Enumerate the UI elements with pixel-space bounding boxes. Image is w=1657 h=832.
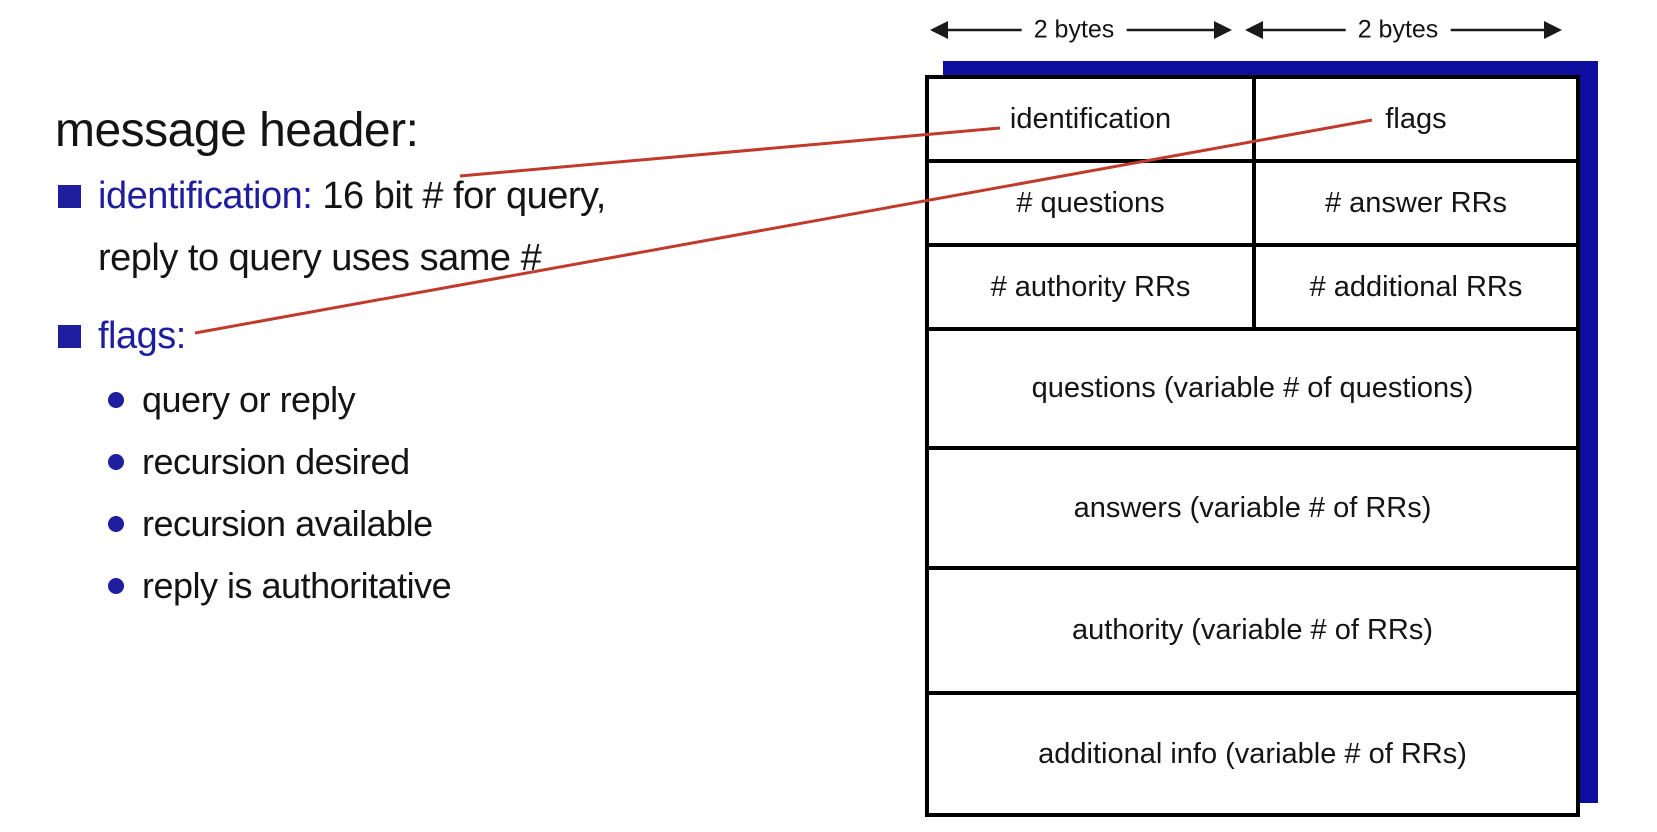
arrowhead-right-icon <box>1544 21 1562 39</box>
square-bullet-icon <box>58 184 81 208</box>
bullet-identification-text: identification: 16 bit # for query, <box>98 175 606 218</box>
identification-continuation-text: reply to query uses same # <box>98 236 542 279</box>
cell-num-authority-rrs: # authority RRs <box>990 270 1191 303</box>
sub-bullet-text: recursion available <box>142 503 433 544</box>
cell-questions: questions (variable # of questions) <box>929 327 1576 446</box>
sub-bullet-recursion-desired: recursion desired <box>108 436 410 488</box>
sub-bullet-reply-authoritative: reply is authoritative <box>108 560 452 612</box>
cell-answers: answers (variable # of RRs) <box>929 446 1576 566</box>
table-row: identification flags <box>929 79 1576 159</box>
sub-bullet-query-or-reply: query or reply <box>108 374 356 426</box>
sub-bullet-text: reply is authoritative <box>142 565 452 606</box>
cell-additional-info: additional info (variable # of RRs) <box>929 691 1576 813</box>
title-text: message header: <box>55 103 419 157</box>
flags-term: flags: <box>98 314 186 357</box>
cell-authority: authority (variable # of RRs) <box>929 566 1576 691</box>
identification-term: identification: <box>98 174 313 217</box>
dns-message-format-table: identification flags # questions # answe… <box>925 75 1580 817</box>
arrowhead-left-icon <box>1245 21 1263 39</box>
cell-num-additional-rrs: # additional RRs <box>1252 247 1576 327</box>
dot-bullet-icon <box>108 392 124 408</box>
bullet-identification-continuation: reply to query uses same # <box>98 230 542 286</box>
bullet-identification: identification: 16 bit # for query, <box>58 168 606 224</box>
dot-bullet-icon <box>108 516 124 532</box>
dot-bullet-icon <box>108 578 124 594</box>
sub-bullet-recursion-available: recursion available <box>108 498 433 550</box>
cell-flags: flags <box>1252 79 1576 159</box>
cell-num-questions: # questions <box>1016 186 1165 219</box>
bullet-flags: flags: <box>58 308 186 364</box>
table-row: # questions # answer RRs <box>929 159 1576 243</box>
cell-num-answer-rrs: # answer RRs <box>1252 163 1576 243</box>
byte-width-label-left: 2 bytes <box>1021 15 1127 45</box>
identification-rest: 16 bit # for query, <box>312 174 606 217</box>
square-bullet-icon <box>58 324 81 348</box>
byte-width-label-right: 2 bytes <box>1345 15 1451 45</box>
table-row: # authority RRs # additional RRs <box>929 243 1576 327</box>
arrowhead-right-icon <box>1214 21 1232 39</box>
sub-bullet-text: query or reply <box>142 379 356 420</box>
dot-bullet-icon <box>108 454 124 470</box>
sub-bullet-text: recursion desired <box>142 441 410 482</box>
page-title: message header: <box>55 102 419 158</box>
cell-identification: identification <box>1009 102 1172 135</box>
arrowhead-left-icon <box>930 21 948 39</box>
